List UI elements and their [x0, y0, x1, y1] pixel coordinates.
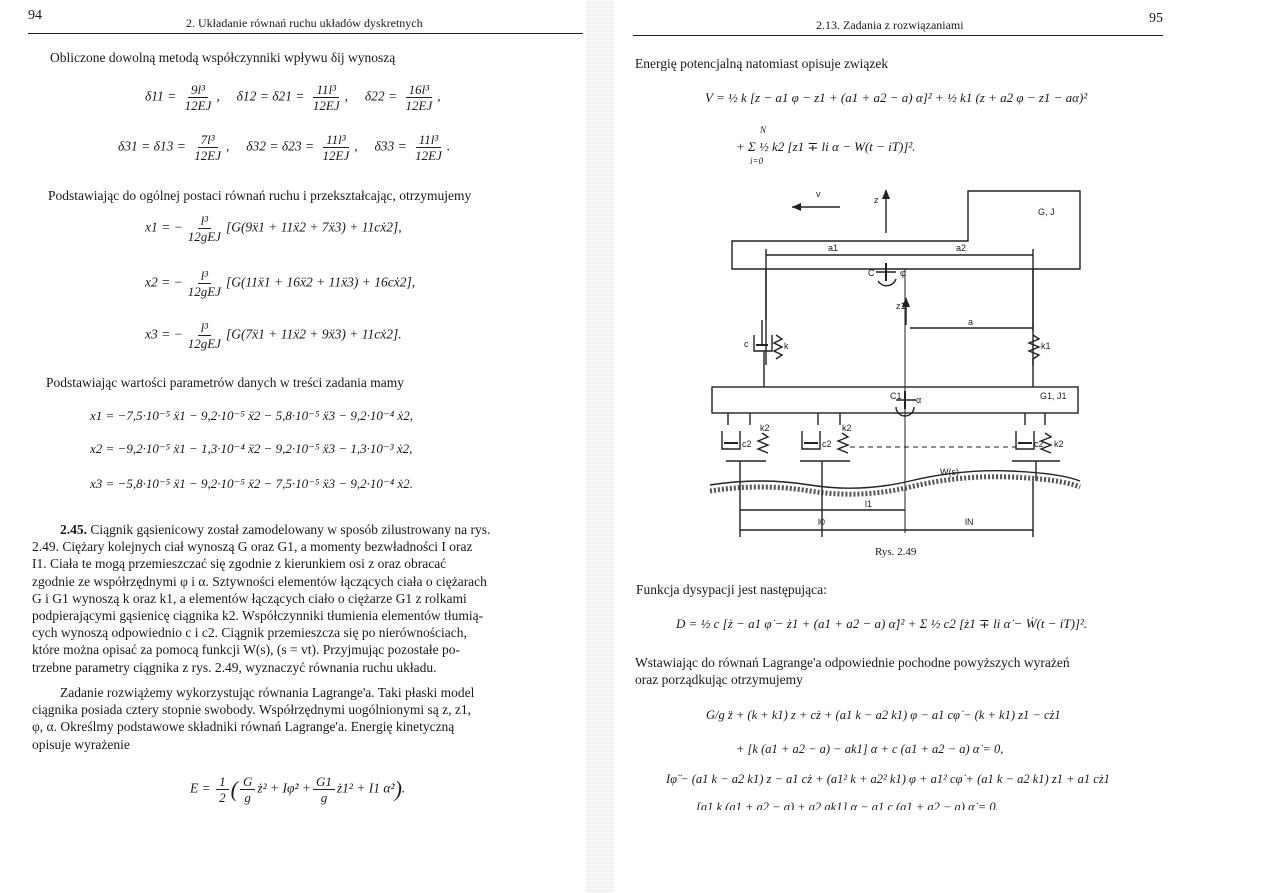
svg-text:v: v	[816, 189, 821, 199]
lagrange-eq-3: Iφ̈ − (a1 k − a2 k1) z − a1 cż + (a1² k …	[666, 772, 1110, 786]
svg-text:C1: C1	[890, 391, 902, 401]
dissipation-intro: Funkcja dysypacji jest następująca:	[636, 582, 827, 597]
sum-lower-limit: i=0	[750, 156, 764, 166]
sum-symbol: N	[759, 125, 766, 135]
num-eq-2: x2 = −9,2·10⁻⁵ ẍ1 − 1,3·10⁻⁴ ẍ2 − 9,2·10…	[90, 441, 413, 456]
insert-line-2: oraz porządkując otrzymujemy	[635, 672, 803, 687]
support-left	[721, 413, 770, 485]
svg-text:lN: lN	[965, 517, 974, 527]
svg-text:c2: c2	[1034, 439, 1044, 449]
svg-text:G1, J1: G1, J1	[1040, 391, 1067, 401]
dissipation-eq: D = ½ c [ż − a1 φ̇ − ż1 + (a1 + a2 − a) …	[676, 616, 1088, 631]
lower-body-G1J1	[711, 386, 1079, 414]
alpha-rotation-arc	[895, 406, 915, 417]
right-page: 2.13. Zadania z rozwiązaniami 95 Energię…	[600, 0, 1263, 893]
spring-k	[772, 334, 784, 360]
solution-paragraph: Zadanie rozwiążemy wykorzystując równani…	[32, 685, 475, 752]
potential-intro: Energię potencjalną natomiast opisuje zw…	[635, 56, 889, 71]
running-head-right: 2.13. Zadania z rozwiązaniami	[816, 18, 964, 32]
svg-text:C: C	[868, 268, 875, 278]
svg-text:a: a	[968, 317, 973, 327]
support-right	[1012, 413, 1060, 481]
lagrange-eq-4: [a1 k (a1 + a2 − a) + a2 ak1] α − a1 c (…	[696, 800, 999, 810]
num-eq-3: x3 = −5,8·10⁻⁵ ẍ1 − 9,2·10⁻⁵ ẍ2 − 7,5·10…	[90, 476, 413, 491]
coef-d31-lhs: δ31 = δ13 =	[118, 138, 186, 154]
lagrange-eq-2: + [k (a1 + a2 − a) − ak1] α + c (a1 + a2…	[736, 742, 1004, 756]
svg-text:c2: c2	[822, 439, 832, 449]
svg-text:k1: k1	[1041, 341, 1051, 351]
left-page: 94 2. Układanie równań ruchu układów dys…	[0, 0, 600, 893]
coef-d12-lhs: δ12 = δ21 =	[236, 88, 305, 104]
svg-text:z: z	[874, 195, 879, 205]
coef-d33-lhs: δ33 =	[374, 138, 407, 154]
header-rule-right	[633, 35, 1163, 36]
svg-text:z1: z1	[896, 301, 906, 311]
svg-text:k: k	[784, 341, 789, 351]
svg-text:k2: k2	[1054, 439, 1064, 449]
svg-text:φ: φ	[900, 268, 906, 278]
insert-line-1: Wstawiając do równań Lagrange'a odpowied…	[635, 655, 1070, 670]
support-middle	[800, 413, 850, 485]
lagrange-eq-4-clip: [a1 k (a1 + a2 − a) + a2 ak1] α − a1 c (…	[696, 800, 1136, 810]
svg-text:W(s): W(s)	[940, 467, 959, 477]
damper-c	[753, 335, 773, 352]
svg-text:c: c	[744, 339, 749, 349]
svg-text:k2: k2	[842, 423, 852, 433]
potential-eq-line1: V = ½ k [z − a1 φ − z1 + (a1 + a2 − a) α…	[705, 90, 1088, 105]
svg-text:k2: k2	[760, 423, 770, 433]
potential-eq-line2: + Σ ½ k2 [z1 ∓ li α − W(t − iT)]².	[736, 139, 916, 154]
svg-text:G, J: G, J	[1038, 207, 1055, 217]
svg-text:l0: l0	[818, 517, 825, 527]
lagrange-eq-1: G/g z̈ + (k + k1) z + cż + (a1 k − a2 k1…	[706, 708, 1061, 722]
page-number-left: 94	[28, 8, 42, 23]
header-rule-left	[28, 33, 583, 34]
upper-body-GJ	[731, 190, 1081, 270]
coef-d22-lhs: δ22 =	[364, 88, 398, 104]
page-number-right: 95	[1149, 11, 1163, 26]
book-gutter	[586, 0, 614, 893]
svg-text:a2: a2	[956, 243, 966, 253]
svg-text:α: α	[916, 395, 921, 405]
phi-rotation-arc	[877, 278, 897, 287]
problem-number: 2.45.	[60, 522, 87, 537]
svg-text:c2: c2	[742, 439, 752, 449]
values-text: Podstawiając wartości parametrów danych …	[46, 375, 404, 390]
ground-profile	[709, 470, 1081, 489]
num-eq-1: x1 = −7,5·10⁻⁵ ẍ1 − 9,2·10⁻⁵ ẍ2 − 5,8·10…	[90, 408, 413, 423]
velocity-arrowhead	[792, 203, 801, 211]
subst-text: Podstawiając do ogólnej postaci równań r…	[48, 188, 472, 203]
ground-hatching	[709, 474, 1081, 497]
figure-caption: Rys. 2.49	[875, 546, 917, 558]
coef-d11-lhs: δ11 =	[145, 88, 177, 104]
problem-paragraph: 2.45. Ciągnik gąsienicowy został zamodel…	[32, 522, 491, 675]
tractor-model-figure: v z G, J a1 a2 C φ z1 a c k k1 C1 α G1, …	[709, 189, 1081, 537]
spring-k1	[1027, 334, 1041, 360]
running-head-left: 2. Układanie równań ruchu układów dyskre…	[186, 16, 423, 30]
coef-d32-lhs: δ32 = δ23 =	[246, 138, 315, 154]
intro-text: Obliczone dowolną metodą współczynniki w…	[50, 50, 396, 65]
svg-text:l1: l1	[865, 499, 872, 509]
svg-text:a1: a1	[828, 243, 838, 253]
